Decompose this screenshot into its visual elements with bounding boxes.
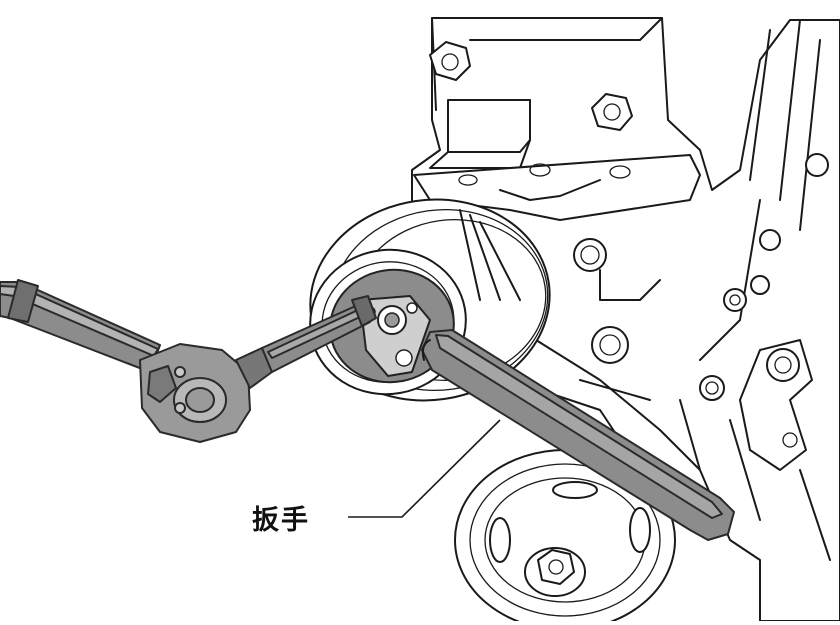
callout-leader-line (348, 419, 501, 518)
ratchet-wrench-icon (0, 279, 377, 443)
lower-pulley-icon (454, 449, 676, 625)
pulley-holder-wrench-icon (421, 329, 735, 541)
callout-label: 扳手 (252, 505, 310, 536)
engine-block-icon (411, 17, 840, 622)
